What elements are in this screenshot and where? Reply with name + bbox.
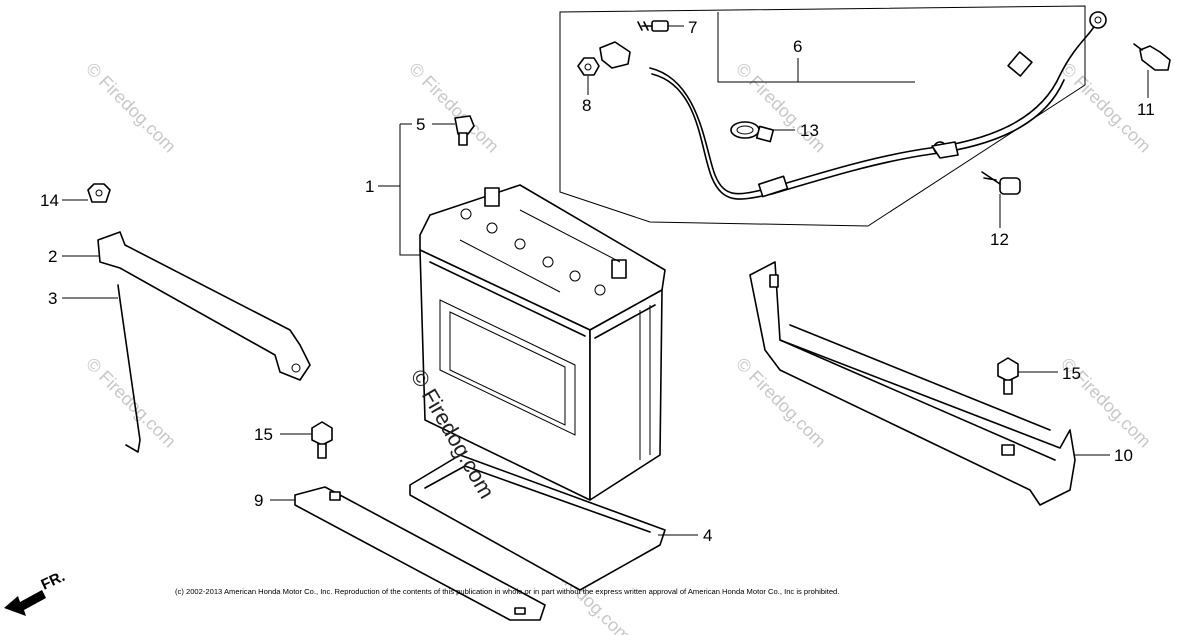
arrow-icon bbox=[4, 590, 46, 616]
battery-cable bbox=[599, 11, 1107, 200]
callout-12: 12 bbox=[990, 230, 1009, 249]
callout-labels: 1 2 3 4 5 6 7 8 9 10 11 12 13 14 15 15 bbox=[40, 18, 1155, 545]
callout-9: 9 bbox=[254, 491, 263, 510]
callout-8: 8 bbox=[582, 96, 591, 115]
cable-group-outline bbox=[559, 5, 1086, 227]
callout-15-right: 15 bbox=[1062, 364, 1081, 383]
leader-lines bbox=[62, 25, 1149, 536]
bolt-5 bbox=[454, 115, 475, 146]
cable-group-notch bbox=[717, 12, 915, 83]
copyright-notice: (c) 2002-2013 American Honda Motor Co., … bbox=[175, 587, 839, 596]
nut-14 bbox=[87, 183, 111, 203]
callout-11: 11 bbox=[1137, 100, 1155, 119]
hold-down-bar bbox=[97, 231, 311, 381]
nut-8 bbox=[577, 57, 600, 76]
battery-stay bbox=[749, 261, 1076, 506]
callout-1: 1 bbox=[365, 177, 374, 196]
callout-6: 6 bbox=[793, 37, 802, 56]
watermark: © Firedog.com bbox=[82, 354, 180, 452]
bolt-15-right bbox=[997, 357, 1019, 395]
battery bbox=[419, 184, 666, 501]
battery-tray bbox=[409, 454, 666, 591]
callout-10: 10 bbox=[1114, 446, 1133, 465]
bolt-12 bbox=[981, 171, 1021, 195]
direction-label: FR. bbox=[39, 568, 68, 594]
front-direction-arrow: FR. bbox=[4, 568, 68, 616]
callout-3: 3 bbox=[48, 289, 57, 308]
clamp-13 bbox=[730, 121, 775, 143]
watermark: © Firedog.com bbox=[732, 59, 830, 157]
callout-13: 13 bbox=[800, 121, 819, 140]
callout-5: 5 bbox=[416, 115, 425, 134]
bolt-7 bbox=[637, 20, 669, 32]
bolt-15-left bbox=[311, 421, 333, 459]
hold-down-rod bbox=[117, 284, 141, 453]
watermark: © Firedog.com bbox=[405, 59, 503, 157]
callout-15-left: 15 bbox=[254, 425, 273, 444]
setting-plate bbox=[294, 486, 546, 621]
watermark: © Firedog.com bbox=[82, 59, 180, 157]
callout-14: 14 bbox=[40, 191, 59, 210]
callout-4: 4 bbox=[703, 526, 712, 545]
callout-2: 2 bbox=[48, 247, 57, 266]
bolt-11 bbox=[1133, 43, 1171, 71]
callout-7: 7 bbox=[688, 18, 697, 37]
